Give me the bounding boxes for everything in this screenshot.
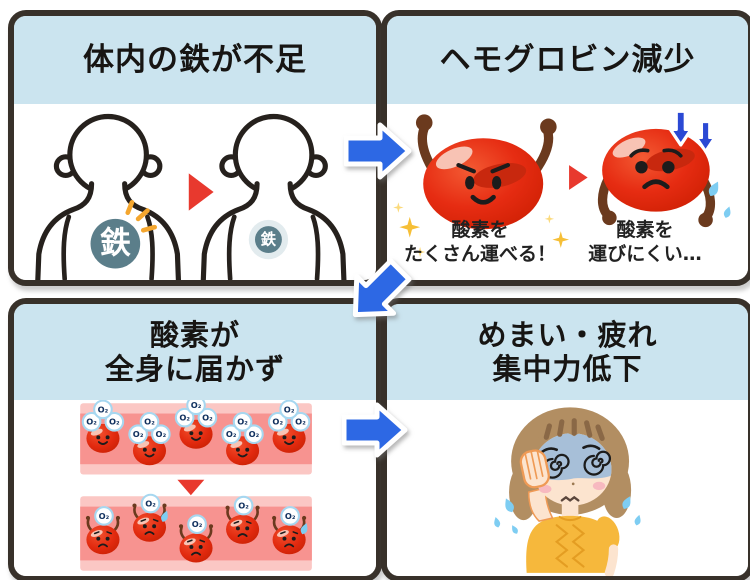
happy-blood-cell (415, 114, 557, 230)
panel-hemoglobin: ヘモグロビン減少 (381, 10, 750, 286)
svg-text:O₂: O₂ (98, 404, 109, 414)
panel-symptoms: めまい・疲れ 集中力低下 (381, 298, 750, 580)
panel-iron-body: 鉄 鉄 (14, 104, 376, 280)
panel-symptoms-title-line2: 集中力低下 (492, 352, 643, 386)
panel-symptoms-body (387, 400, 748, 576)
panel-oxygen-title-line1: 酸素が (149, 318, 240, 352)
o2-bubble: O₂ (104, 411, 125, 432)
flow-arrow-right-top (343, 122, 412, 184)
svg-text:O₂: O₂ (285, 511, 296, 521)
iron-label-large: 鉄 (100, 226, 131, 262)
o2-bubble: O₂ (140, 493, 161, 514)
spiral-eye-right (583, 450, 612, 476)
panel-symptoms-header: めまい・疲れ 集中力低下 (387, 304, 748, 400)
caption-anemic: 酸素を 運びにくい… (560, 218, 730, 266)
panel-oxygen-title-line2: 全身に届かず (104, 352, 285, 386)
o2-bubble: O₂ (139, 411, 160, 432)
svg-text:O₂: O₂ (99, 511, 110, 521)
o2-bubble: O₂ (267, 411, 288, 432)
flow-arrow-right-bottom (341, 402, 408, 462)
iron-label-small: 鉄 (261, 230, 277, 249)
sweat-drop-icon (161, 510, 168, 522)
o2-bubble: O₂ (186, 400, 206, 416)
sad-blood-cell-small (225, 505, 260, 544)
o2-bubble: O₂ (93, 400, 113, 420)
sad-blood-cell (597, 128, 716, 228)
panel-symptoms-title-line1: めまい・疲れ (477, 318, 658, 352)
spark-icon (125, 200, 157, 233)
panel-oxygen-header: 酸素が 全身に届かず (14, 304, 376, 400)
caption-healthy-line1: 酸素を (451, 219, 509, 241)
svg-text:O₂: O₂ (237, 417, 248, 427)
svg-text:O₂: O₂ (145, 498, 156, 508)
sad-blood-cell-small (272, 515, 307, 555)
shirt (526, 515, 620, 576)
sweat-drop-icon (300, 523, 308, 535)
svg-text:O₂: O₂ (86, 417, 97, 427)
o2-bubble: O₂ (280, 506, 300, 526)
blood-vessel-anemic: O₂ O₂ O₂ O₂ O₂ (80, 493, 312, 571)
o2-bubble: O₂ (279, 400, 299, 420)
sad-blood-cell-small (178, 524, 214, 563)
o2-bubble: O₂ (151, 424, 171, 445)
svg-text:O₂: O₂ (226, 429, 237, 439)
svg-text:O₂: O₂ (109, 417, 120, 427)
iron-circle-small: 鉄 (248, 219, 289, 260)
panel-iron-title: 体内の鉄が不足 (83, 42, 307, 78)
o2-bubble: O₂ (232, 411, 253, 432)
flow-arrow-diagonal (338, 252, 418, 336)
step-arrow-icon (569, 165, 588, 190)
o2-bubble: O₂ (187, 514, 207, 535)
o2-bubble: O₂ (94, 506, 114, 526)
decrease-arrow-icon (668, 109, 717, 153)
hand-on-forehead (519, 449, 550, 489)
svg-text:O₂: O₂ (272, 417, 283, 427)
panel-hemoglobin-body: 酸素を たくさん運べる！ 酸素を 運びにくい… (387, 104, 748, 280)
svg-text:O₂: O₂ (295, 417, 306, 427)
svg-text:O₂: O₂ (179, 413, 190, 423)
step-arrow-down-icon (177, 479, 205, 496)
o2-bubble: O₂ (244, 424, 264, 445)
o2-bubble: O₂ (81, 411, 102, 432)
step-arrow-icon (188, 173, 214, 211)
svg-text:O₂: O₂ (284, 404, 295, 414)
svg-text:O₂: O₂ (249, 429, 260, 439)
hemoglobin-illustration (393, 109, 733, 258)
svg-text:O₂: O₂ (202, 413, 213, 423)
svg-text:O₂: O₂ (192, 519, 203, 529)
sad-blood-cell-small (85, 515, 121, 555)
panel-hemoglobin-title: ヘモグロビン減少 (439, 42, 696, 78)
o2-bubble: O₂ (197, 407, 218, 428)
svg-text:O₂: O₂ (238, 500, 249, 510)
panel-iron-header: 体内の鉄が不足 (14, 16, 376, 104)
iron-illustration: 鉄 鉄 (14, 104, 376, 280)
svg-text:O₂: O₂ (156, 429, 167, 439)
dizzy-girl-illustration (492, 407, 643, 576)
face (532, 433, 612, 506)
o2-bubble: O₂ (174, 407, 195, 428)
o2-bubble: O₂ (233, 495, 254, 516)
svg-text:O₂: O₂ (144, 417, 155, 427)
caption-healthy-line2: たくさん運べる！ (403, 243, 556, 265)
iron-circle-large: 鉄 (90, 218, 141, 269)
o2-bubble: O₂ (128, 424, 148, 445)
panel-hemoglobin-header: ヘモグロビン減少 (387, 16, 748, 104)
caption-healthy: 酸素を たくさん運べる！ (395, 218, 565, 266)
caption-anemic-line2: 運びにくい… (588, 243, 702, 265)
sad-blood-cell-small (132, 503, 167, 542)
caption-anemic-line1: 酸素を (616, 219, 674, 241)
panel-iron-deficiency: 体内の鉄が不足 (8, 10, 382, 286)
svg-text:O₂: O₂ (133, 429, 144, 439)
o2-bubble: O₂ (290, 411, 311, 432)
o2-bubble: O₂ (221, 424, 242, 445)
svg-text:O₂: O₂ (191, 400, 202, 410)
